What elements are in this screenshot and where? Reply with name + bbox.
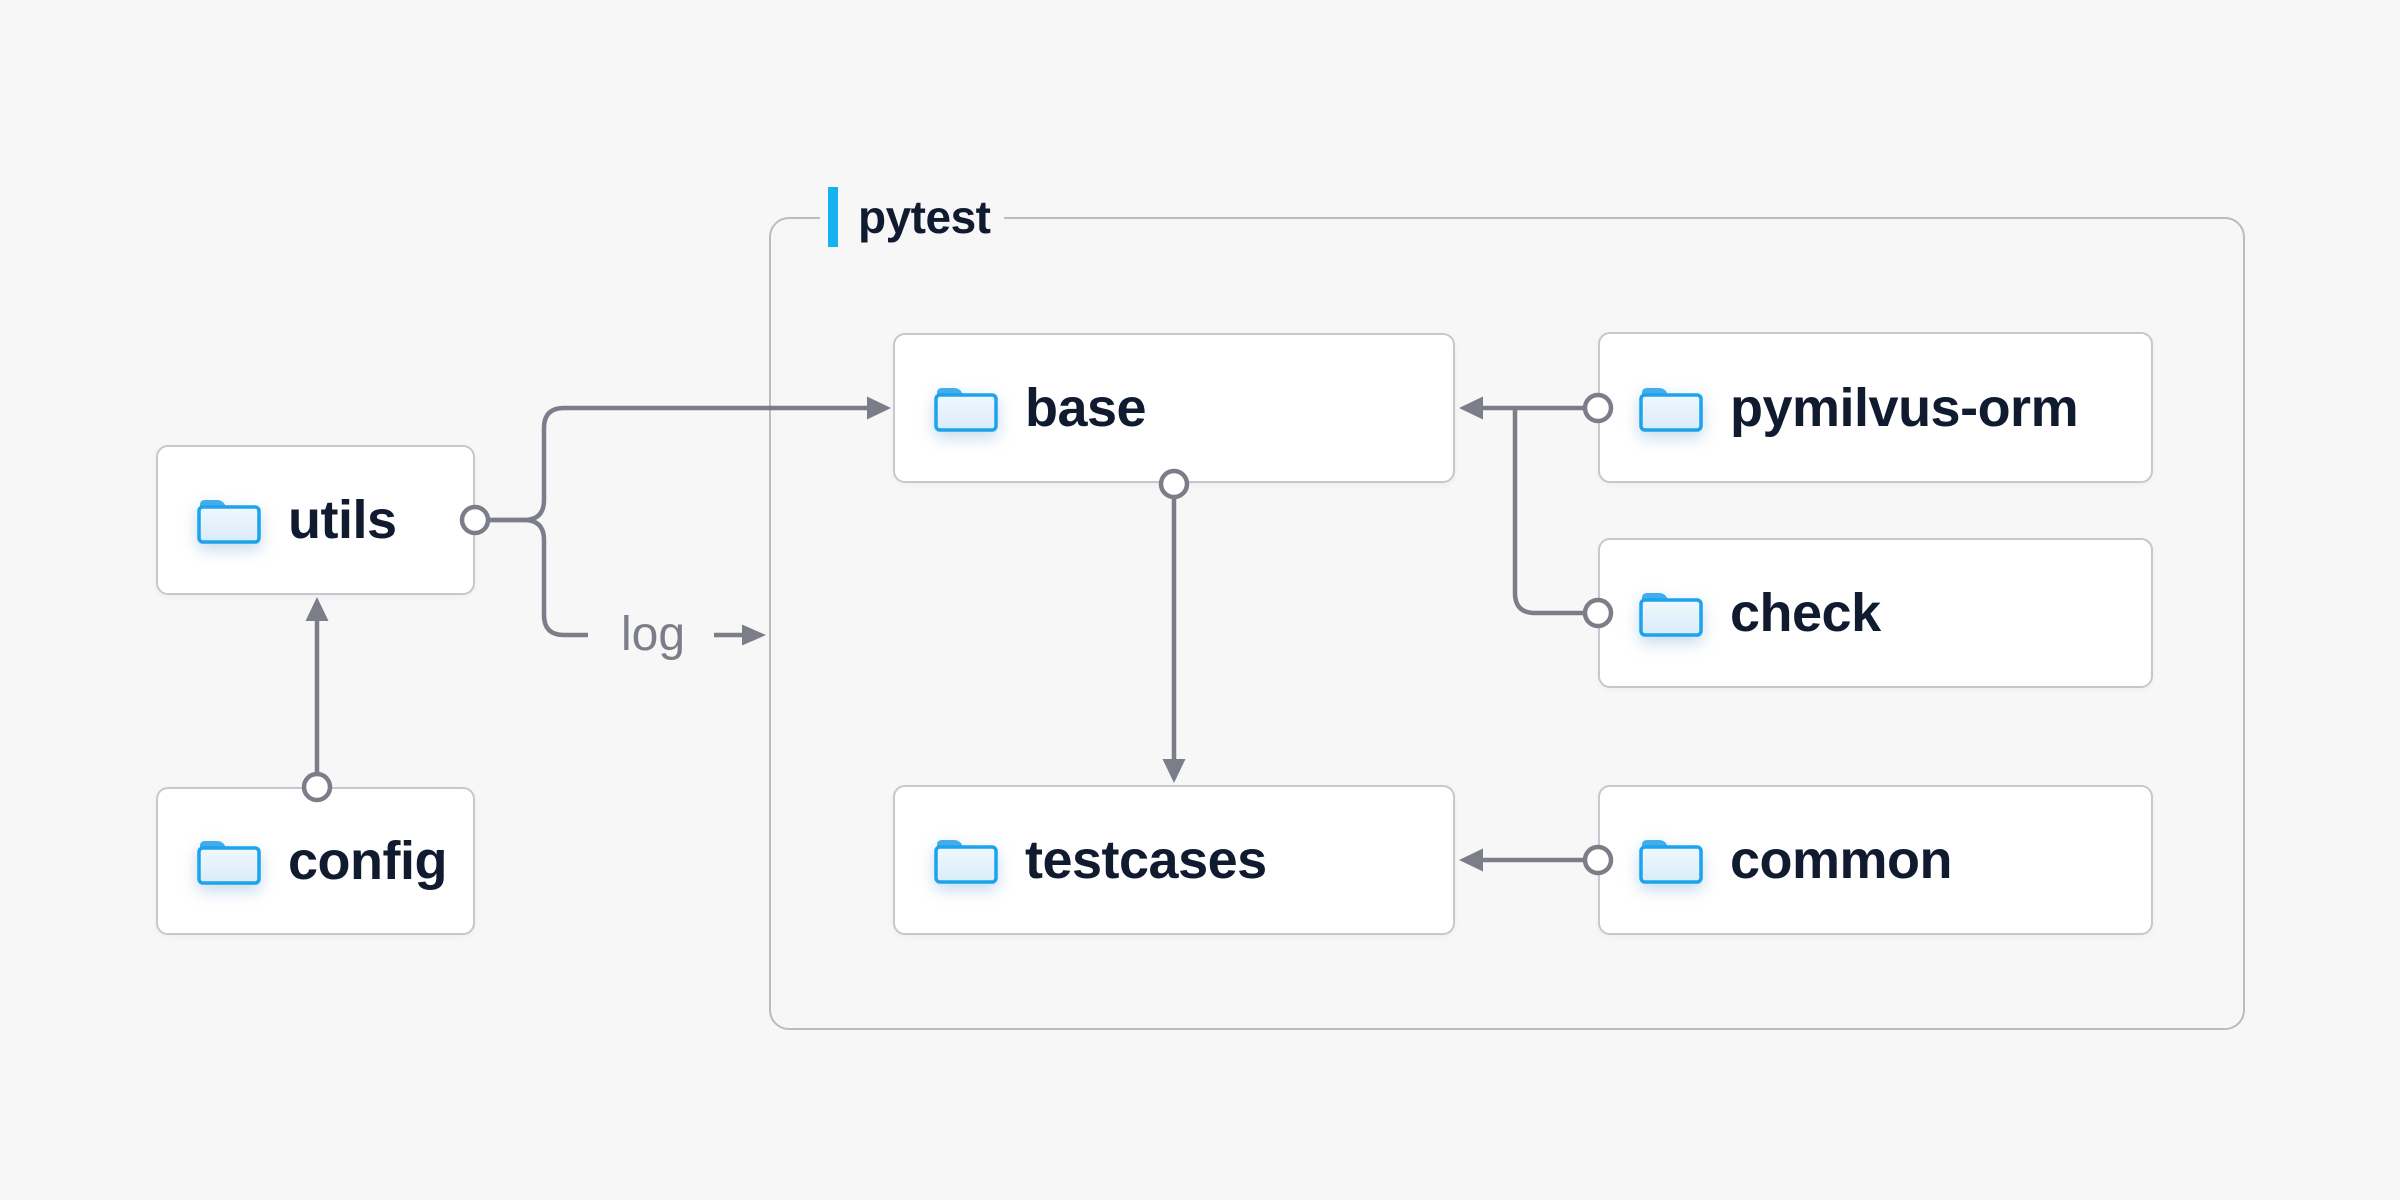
arrowhead-into-utils [305,597,329,621]
folder-icon [1638,383,1704,433]
node-pymilvus-orm: pymilvus-orm [1598,332,2153,483]
pytest-group-container [769,217,2245,1030]
node-label: config [288,831,447,891]
folder-icon [196,836,262,886]
edge-label-log: log [620,608,686,661]
group-title: pytest [858,191,991,243]
node-common: common [1598,785,2153,935]
node-label: base [1025,378,1147,438]
arrowhead-log [742,624,766,646]
node-config: config [156,787,475,935]
folder-icon [933,383,999,433]
node-label: check [1730,583,1881,643]
node-check: check [1598,538,2153,688]
node-label: common [1730,830,1953,890]
folder-icon [933,835,999,885]
pytest-group-label: pytest [820,187,1005,247]
node-base: base [893,333,1455,483]
node-testcases: testcases [893,785,1455,935]
edge-utils-log [488,517,588,638]
folder-icon [1638,588,1704,638]
folder-icon [1638,835,1704,885]
accent-bar-icon [828,187,838,247]
node-label: testcases [1025,830,1267,890]
node-utils: utils [156,445,475,595]
node-label: utils [288,490,397,550]
node-label: pymilvus-orm [1730,377,2079,438]
folder-icon [196,495,262,545]
